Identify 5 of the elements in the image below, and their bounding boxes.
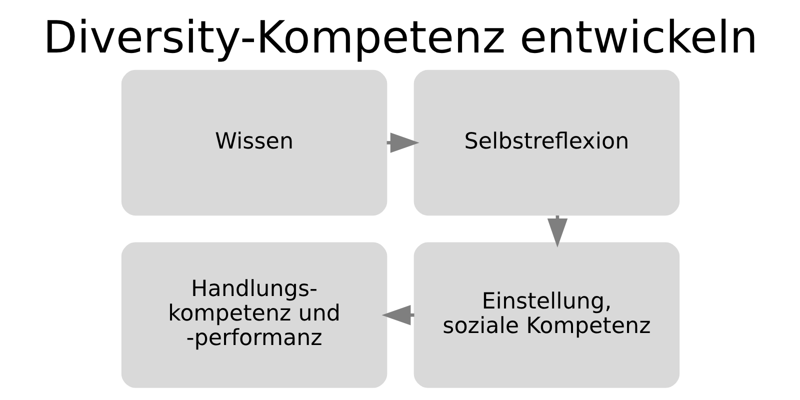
node-box: Handlungs- kompetenz und -performanz	[120, 242, 387, 388]
node-box: Einstellung, soziale Kompetenz	[413, 242, 680, 388]
diagram-title: Diversity-Kompetenz entwickeln	[42, 12, 758, 64]
node-box: Selbstreflexion	[413, 70, 680, 216]
node-box: Wissen	[120, 70, 387, 216]
